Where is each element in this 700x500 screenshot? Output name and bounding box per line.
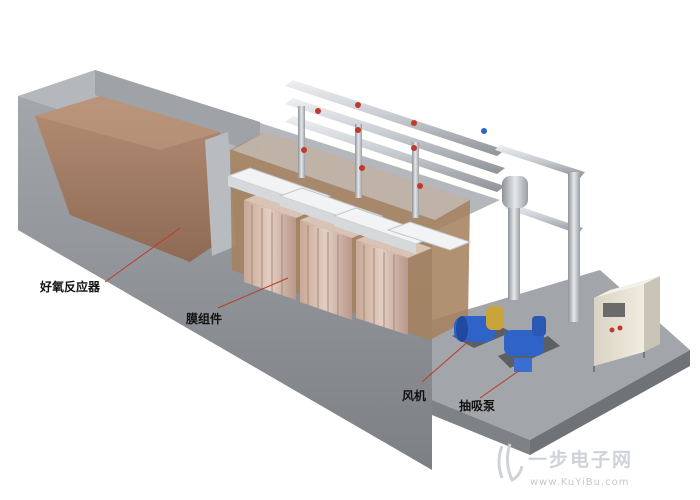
gauge-icon <box>481 128 487 134</box>
valve-icon <box>301 147 307 153</box>
label-suction-pump: 抽吸泵 <box>459 398 495 413</box>
cabinet-side <box>644 276 660 352</box>
suction-pump-unit <box>498 316 560 372</box>
valve-icon <box>411 120 417 126</box>
drop-pipe <box>355 124 362 198</box>
floor-slab-edge <box>432 400 530 455</box>
header-pipe-3 <box>285 116 505 192</box>
valve-icon <box>417 183 423 189</box>
pump-riser-pipe <box>508 180 520 300</box>
aerobic-reactor-compartment <box>35 96 222 262</box>
callout-lines <box>104 227 521 399</box>
label-membrane-module: 膜组件 <box>186 311 222 326</box>
watermark-logo-icon <box>497 443 524 483</box>
indicator-light-icon <box>609 327 615 333</box>
leader-line-pump <box>479 369 521 399</box>
pump-motor <box>504 330 544 356</box>
leader-line-membrane <box>217 277 289 309</box>
cabinet-front <box>594 284 644 366</box>
valve-icon <box>355 102 361 108</box>
indicator-light-icon <box>617 325 623 331</box>
leader-line-aerobic <box>104 227 181 283</box>
cabinet-screen <box>603 303 625 317</box>
header-pipe-2 <box>285 98 505 174</box>
valve-icon <box>359 165 365 171</box>
watermark-url: www.KuYiBu.com <box>530 477 629 488</box>
partition-wall <box>205 132 236 256</box>
floor-slab-side <box>530 350 690 455</box>
piping-system <box>285 80 585 322</box>
blower-riser-pipe <box>568 172 580 322</box>
label-aerobic-reactor: 好氧反应器 <box>39 279 101 294</box>
valve-icon <box>355 127 361 133</box>
air-pipe <box>505 203 583 234</box>
valve-icon <box>411 145 417 151</box>
drop-pipe <box>298 106 305 178</box>
header-pipe-1 <box>285 80 505 156</box>
blower-unit <box>452 306 512 348</box>
valve-icon <box>315 108 321 114</box>
leader-line-blower <box>421 339 471 383</box>
control-cabinet <box>593 276 660 372</box>
gas-separator-vessel <box>502 176 528 208</box>
label-blower: 风机 <box>402 388 426 403</box>
pump-casing <box>514 358 532 372</box>
cabinet-top <box>594 276 660 298</box>
aerobic-sludge-surface <box>35 96 220 150</box>
outlet-pipe <box>495 145 585 178</box>
drop-pipe <box>412 142 419 218</box>
membrane-tank-glass-top <box>232 132 470 220</box>
watermark-text: 一步电子网 <box>528 448 633 471</box>
blower-coupling <box>486 306 504 330</box>
module-header-frames <box>226 167 472 254</box>
watermark: 一步电子网 www.KuYiBu.com <box>497 443 633 488</box>
